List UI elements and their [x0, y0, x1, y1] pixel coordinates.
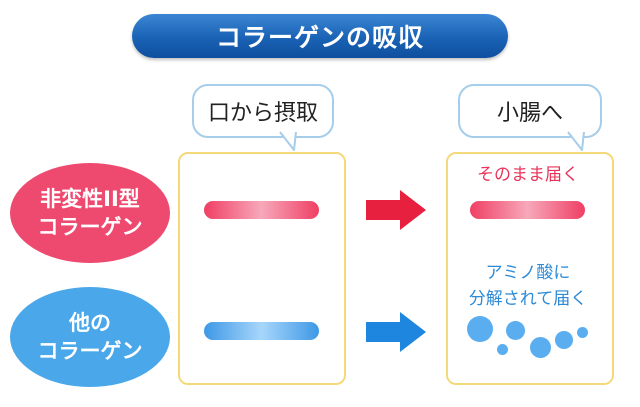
right-arrow-icon [366, 190, 426, 230]
right-arrow-icon [366, 312, 426, 352]
small-intestine-label: 小腸へ [496, 101, 563, 126]
small-intestine-bubble-tail [567, 131, 585, 151]
other-collagen-bar [204, 322, 319, 340]
diagram-title: コラーゲンの吸収 [215, 23, 424, 52]
ingestion-bubble-tail [279, 131, 297, 151]
ingestion-box [178, 152, 346, 385]
amino-acid-dot [506, 321, 525, 340]
ingestion-bubble: 口から摂取 [192, 84, 334, 138]
other-result-text: アミノ酸に 分解されて届く [452, 261, 604, 312]
other-line1: 他の [69, 310, 111, 335]
other-result-line2: 分解されて届く [468, 288, 588, 309]
type2-result-text: そのまま届く [477, 165, 579, 185]
amino-acid-dot [577, 327, 588, 338]
amino-acid-dot [555, 331, 573, 349]
type2-line2: コラーゲン [37, 215, 143, 239]
ingestion-label: 口から摂取 [207, 101, 318, 126]
other-collagen-label: 他の コラーゲン [10, 287, 170, 387]
type2-collagen-bar [204, 201, 319, 219]
amino-acid-dot [497, 344, 508, 355]
type2-intact-bar [470, 201, 585, 219]
amino-acid-dot [467, 316, 493, 342]
title-banner: コラーゲンの吸収 [132, 14, 508, 58]
small-intestine-bubble: 小腸へ [458, 84, 602, 138]
other-line2: コラーゲン [37, 339, 143, 363]
type2-line1: 非変性II型 [40, 186, 140, 211]
amino-acid-dot [530, 337, 551, 358]
type2-collagen-label: 非変性II型 コラーゲン [10, 163, 170, 263]
other-result-line1: アミノ酸に [485, 263, 571, 283]
